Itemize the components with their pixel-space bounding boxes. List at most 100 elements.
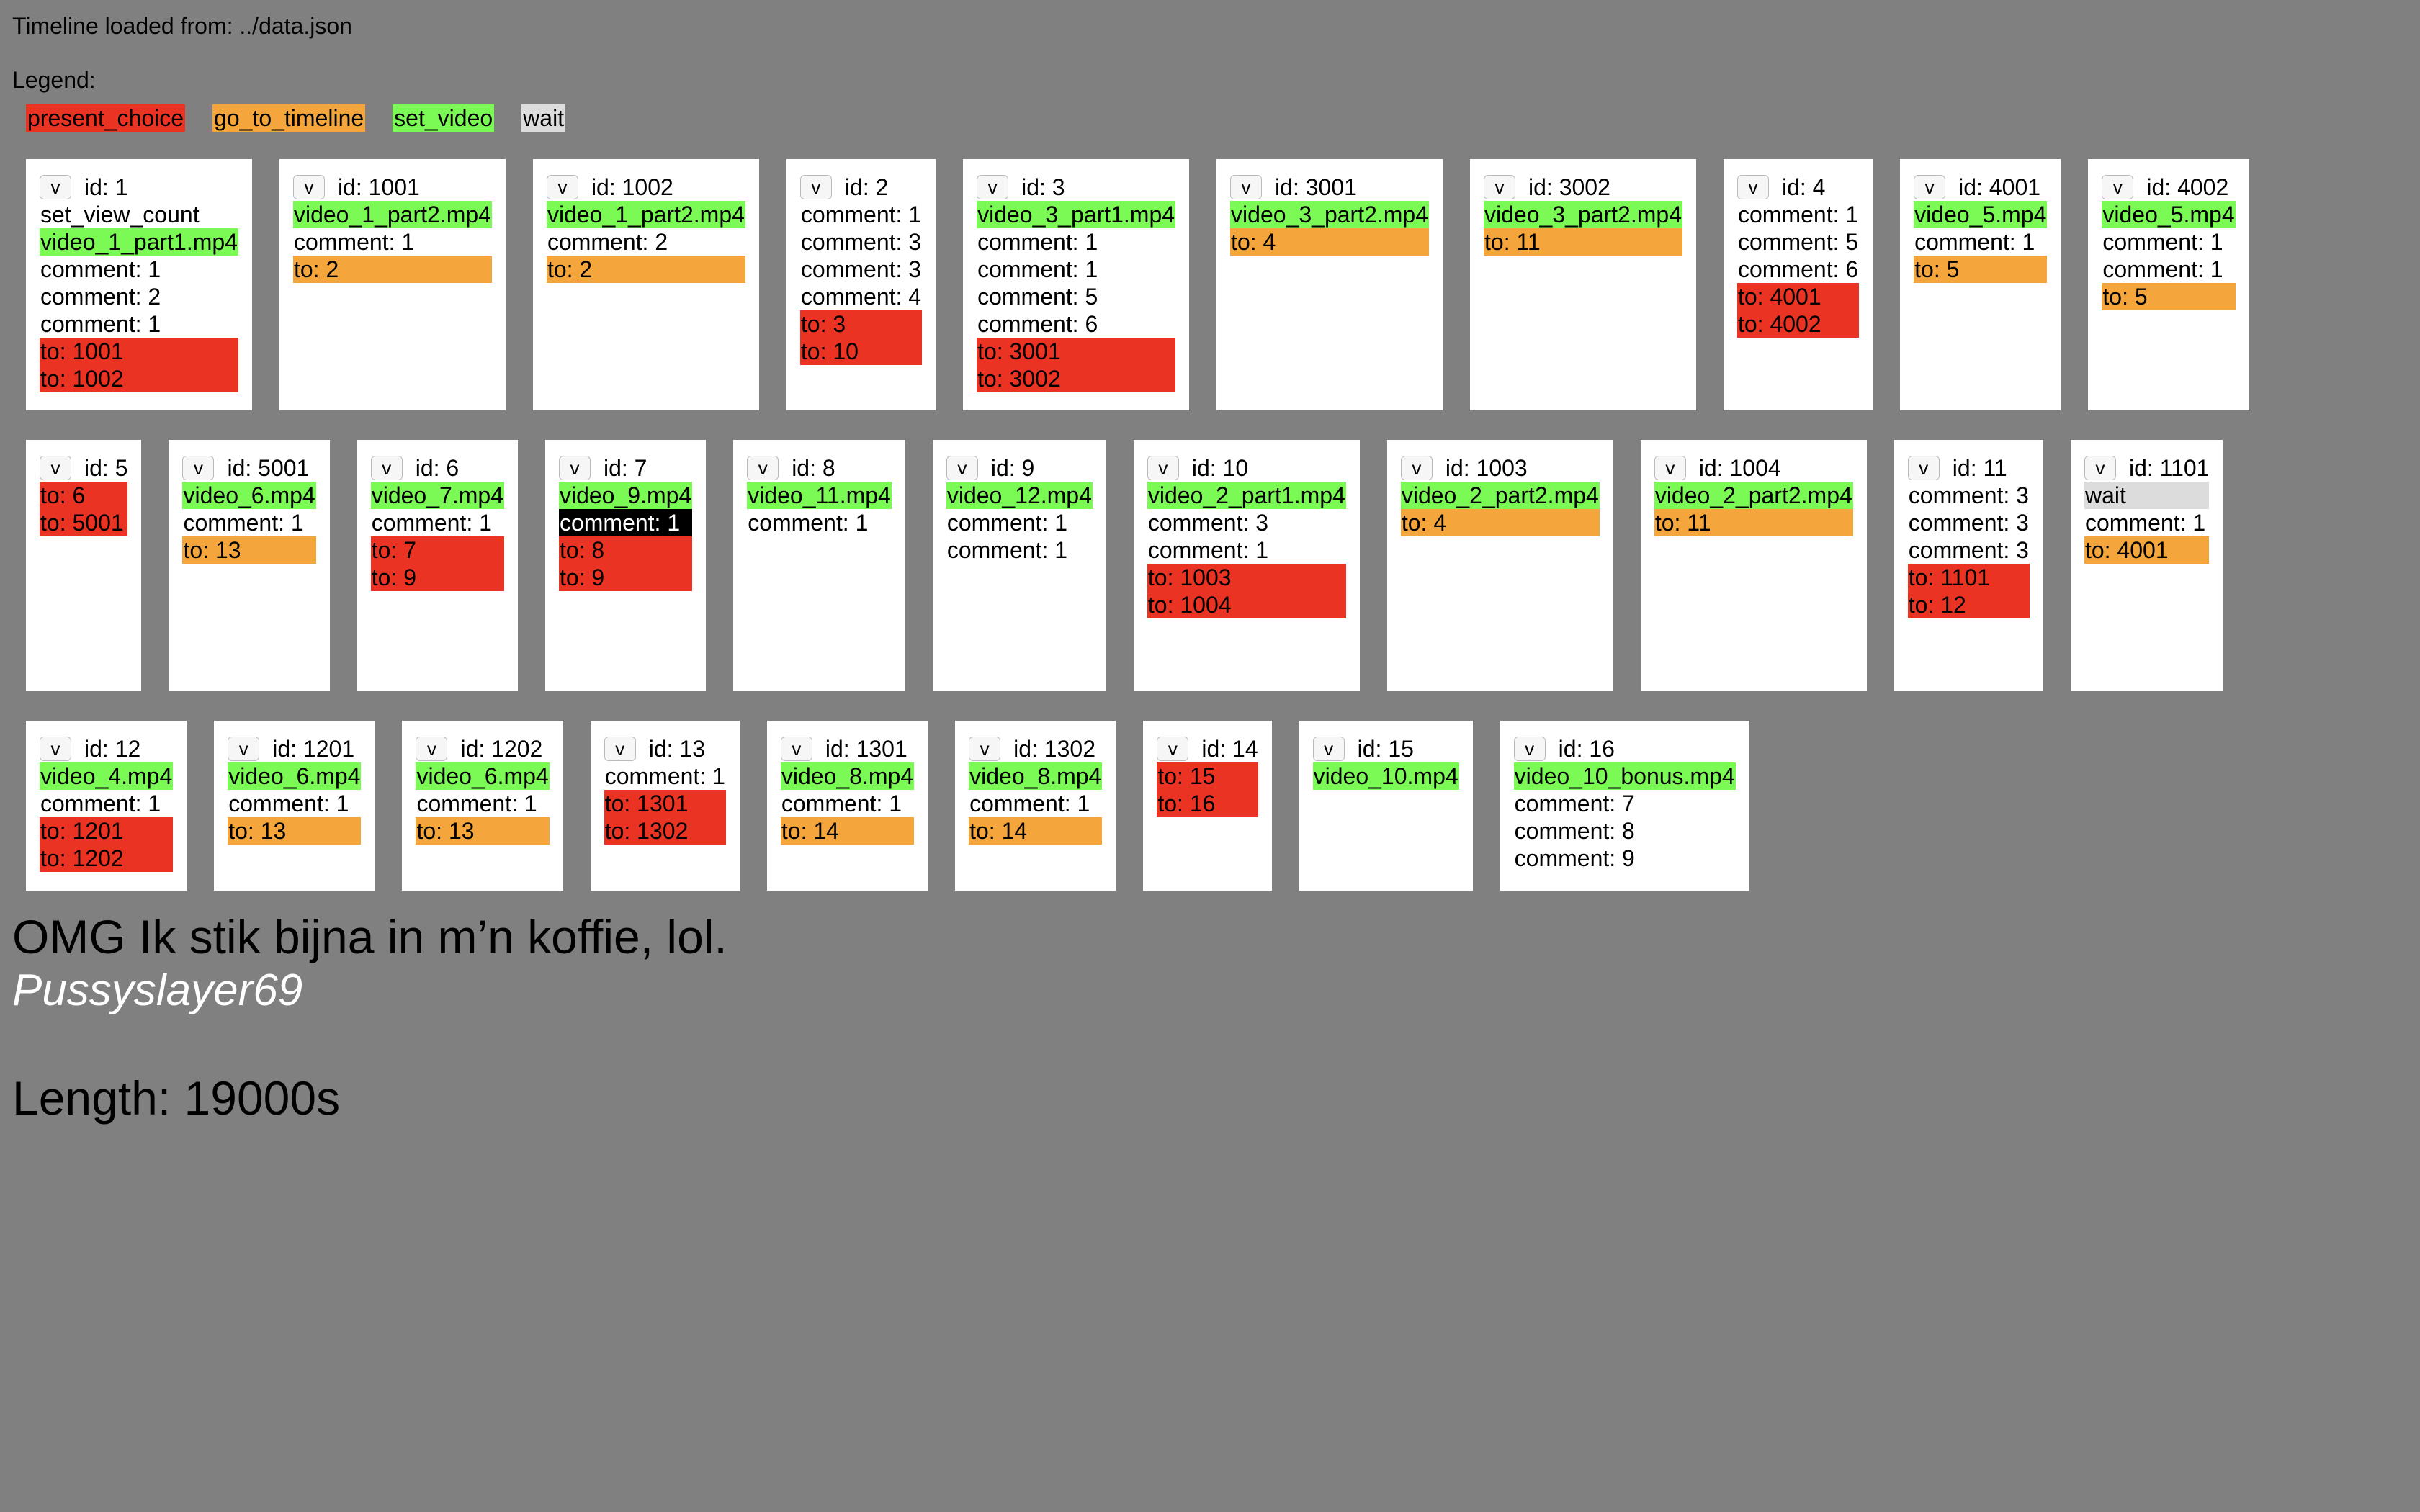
timeline-card-header: v id: 4: [1736, 174, 1859, 201]
timeline-id: id: 4001: [1958, 174, 2041, 200]
collapse-toggle-button[interactable]: v: [1654, 456, 1686, 480]
timeline-card-header: v id: 1004: [1654, 454, 1853, 482]
timeline-step-go-to-timeline: to: 4: [1400, 509, 1600, 536]
timeline-step-plain: comment: 3: [1908, 482, 2029, 508]
collapse-toggle-button[interactable]: v: [604, 737, 636, 761]
timeline-step-plain: comment: 1: [183, 510, 304, 536]
collapse-toggle-button[interactable]: v: [1312, 737, 1345, 761]
collapse-toggle-button[interactable]: v: [416, 737, 448, 761]
timeline-step-set-video: video_3_part2.mp4: [1484, 201, 1682, 228]
collapse-toggle-button[interactable]: v: [182, 456, 215, 480]
timeline-id: id: 4: [1781, 174, 1826, 200]
timeline-step-go-to-timeline: to: 2: [292, 256, 492, 283]
timeline-step-plain: comment: 2: [40, 284, 161, 310]
collapse-toggle-button[interactable]: v: [1484, 175, 1516, 199]
timeline-id: id: 13: [648, 736, 705, 762]
timeline-id: id: 1004: [1698, 455, 1781, 481]
timeline-step-set-video: video_1_part2.mp4: [292, 201, 492, 228]
timeline-step-plain: comment: 1: [2084, 510, 2206, 536]
timeline-step-plain: set_view_count: [40, 202, 200, 228]
collapse-toggle-button[interactable]: v: [1147, 456, 1179, 480]
timeline-step-go-to-timeline: to: 11: [1484, 228, 1682, 256]
collapse-toggle-button[interactable]: v: [946, 456, 978, 480]
legend-item-go-to-timeline: go_to_timeline: [212, 104, 366, 132]
timeline-step-plain: comment: 6: [977, 311, 1098, 337]
timeline-step-present-choice: to: 1002: [40, 365, 238, 392]
timeline-id: id: 4002: [2146, 174, 2229, 200]
timeline-step-plain: comment: 1: [1914, 229, 2035, 255]
collapse-toggle-button[interactable]: v: [1914, 175, 1946, 199]
collapse-toggle-button[interactable]: v: [780, 737, 812, 761]
timeline-card-header: v id: 14: [1157, 735, 1258, 762]
timeline-step-plain: comment: 1: [228, 791, 349, 816]
timeline-step-set-video: video_8.mp4: [969, 762, 1103, 790]
timeline-id: id: 5: [84, 455, 128, 481]
timeline-step-plain: comment: 5: [977, 284, 1098, 310]
timeline-step-present-choice: to: 3002: [977, 365, 1176, 392]
collapse-toggle-button[interactable]: v: [546, 175, 578, 199]
timeline-step-go-to-timeline: to: 5: [1914, 256, 2048, 283]
collapse-toggle-button[interactable]: v: [40, 456, 71, 480]
timeline-step-present-choice: to: 8: [558, 536, 693, 564]
collapse-toggle-button[interactable]: v: [2102, 175, 2134, 199]
timeline-step-plain: comment: 1: [416, 791, 537, 816]
timeline-length: Length: 19000s: [12, 1071, 341, 1125]
collapse-toggle-button[interactable]: v: [969, 737, 1001, 761]
collapse-toggle-button[interactable]: v: [292, 175, 325, 199]
timeline-step-present-choice: to: 1201: [40, 817, 174, 845]
collapse-toggle-button[interactable]: v: [40, 175, 71, 199]
timeline-id: id: 1302: [1013, 736, 1095, 762]
timeline-id: id: 7: [603, 455, 647, 481]
timeline-id: id: 14: [1201, 736, 1258, 762]
collapse-toggle-button[interactable]: v: [228, 737, 260, 761]
collapse-toggle-button[interactable]: v: [747, 456, 779, 480]
collapse-toggle-button[interactable]: v: [2084, 456, 2116, 480]
timeline-id: id: 3: [1021, 174, 1065, 200]
timeline-step-set-video: video_2_part2.mp4: [1654, 482, 1853, 509]
timeline-card-header: v id: 2: [799, 174, 922, 201]
timeline-id: id: 3001: [1275, 174, 1357, 200]
collapse-toggle-button[interactable]: v: [799, 175, 832, 199]
timeline-step-go-to-timeline: to: 14: [969, 817, 1103, 845]
timeline-step-plain: comment: 4: [800, 284, 922, 310]
collapse-toggle-button[interactable]: v: [1400, 456, 1433, 480]
collapse-toggle-button[interactable]: v: [1907, 456, 1940, 480]
timeline-step-set-video: video_11.mp4: [747, 482, 892, 509]
timeline-step-plain: comment: 5: [1737, 229, 1859, 255]
timeline-id: id: 1201: [272, 736, 355, 762]
collapse-toggle-button[interactable]: v: [370, 456, 403, 480]
collapse-toggle-button[interactable]: v: [1513, 737, 1546, 761]
collapse-toggle-button[interactable]: v: [40, 737, 71, 761]
collapse-toggle-button[interactable]: v: [1736, 175, 1769, 199]
timeline-step-plain: comment: 3: [1908, 510, 2029, 536]
timeline-step-set-video: video_7.mp4: [370, 482, 504, 509]
timeline-step-go-to-timeline: to: 13: [416, 817, 550, 845]
collapse-toggle-button[interactable]: v: [1230, 175, 1263, 199]
timeline-step-present-choice: to: 4002: [1736, 310, 1860, 338]
timeline-id: id: 10: [1191, 455, 1249, 481]
timeline-step-set-video: video_9.mp4: [558, 482, 693, 509]
collapse-toggle-button[interactable]: v: [1157, 737, 1189, 761]
collapse-toggle-button[interactable]: v: [977, 175, 1009, 199]
legend-item-wait: wait: [521, 104, 566, 132]
timeline-step-set-video: video_3_part1.mp4: [977, 201, 1176, 228]
timeline-id: id: 2: [844, 174, 889, 200]
collapse-toggle-button[interactable]: v: [558, 456, 591, 480]
timeline-step-plain: comment: 1: [293, 229, 415, 255]
timeline-step-set-video: video_1_part2.mp4: [546, 201, 745, 228]
